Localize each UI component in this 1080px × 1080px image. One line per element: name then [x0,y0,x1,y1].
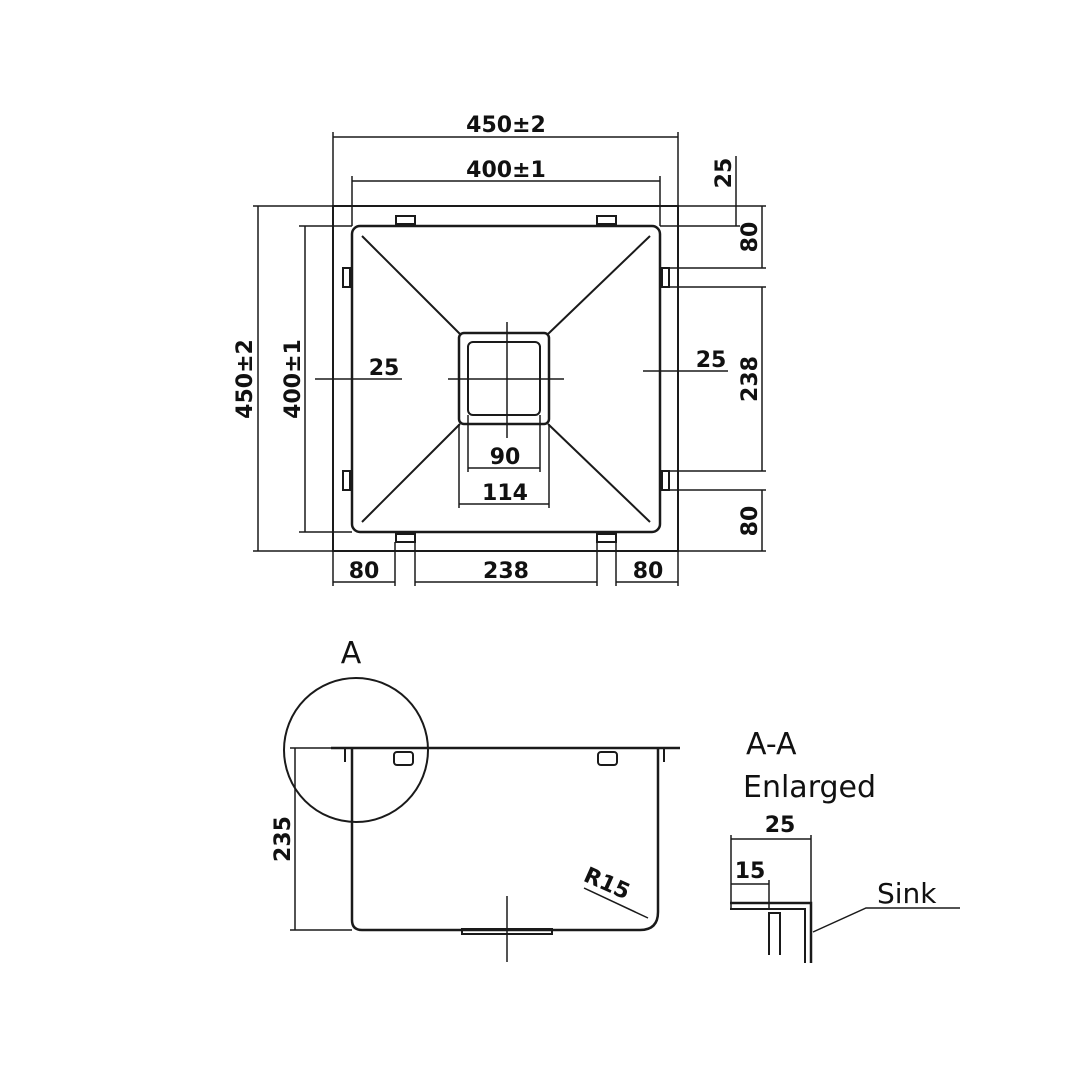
detail-flange-fold [730,908,806,963]
dim-detail-total: 25 [765,813,796,838]
clip-top-left [395,215,416,225]
dim-right-inset: 25 [696,348,727,373]
dim-outer-height: 450±2 [233,339,258,419]
clip-top-right [596,215,617,225]
clip-right-bottom [661,470,670,491]
dim-inner-height: 400±1 [281,339,306,419]
clip-left-bottom [342,470,351,491]
top-dimensions: 450±2 400±1 [332,113,679,226]
sink-label: Sink [877,877,937,910]
detail-flange-profile [730,901,813,963]
detail-wall-profile [768,912,781,955]
dim-left-inset: 25 [369,356,400,381]
sink-leader [812,907,960,933]
section-subtitle: Enlarged [743,770,876,805]
bottom-dimensions: 80 238 80 [332,542,679,586]
dim-right-top: 80 [738,222,763,253]
slope-line-br [547,423,651,523]
drain-dimensions: 90 114 [458,415,550,508]
dim-right-center: 238 [738,356,763,402]
dim-right-top-inset: 25 [712,158,737,189]
top-view [315,205,728,552]
dim-side-depth: 235 [271,816,296,862]
dim-right-bottom: 80 [738,506,763,537]
detail-section [730,835,960,963]
dim-bottom-left: 80 [349,559,380,584]
side-bowl-profile [350,748,660,932]
left-dimensions: 450±2 400±1 [233,205,352,552]
dim-drain-inner: 90 [490,445,521,470]
clip-right-top [661,267,670,288]
side-clip-left [393,751,414,766]
detail-circle-a [283,677,429,823]
clip-bottom-left [395,533,416,543]
dim-bottom-right: 80 [633,559,664,584]
dim-drain-outer: 114 [482,481,528,506]
dim-bottom-center: 238 [483,559,529,584]
section-title: A-A [746,727,797,762]
right-dimensions: 25 80 238 80 [660,156,766,552]
clip-bottom-right [596,533,617,543]
side-view [283,677,680,962]
side-depth-dimension: 235 [271,747,352,931]
slope-line-tr [547,235,651,335]
dim-outer-width: 450±2 [466,113,546,138]
dim-inner-width: 400±1 [466,158,546,183]
detail-label-a: A [341,636,362,671]
slope-line-bl [361,423,461,523]
side-clip-right [597,751,618,766]
slope-line-tl [361,235,461,335]
radius-leader [583,887,649,919]
clip-left-top [342,267,351,288]
dim-detail-inner: 15 [735,859,766,884]
